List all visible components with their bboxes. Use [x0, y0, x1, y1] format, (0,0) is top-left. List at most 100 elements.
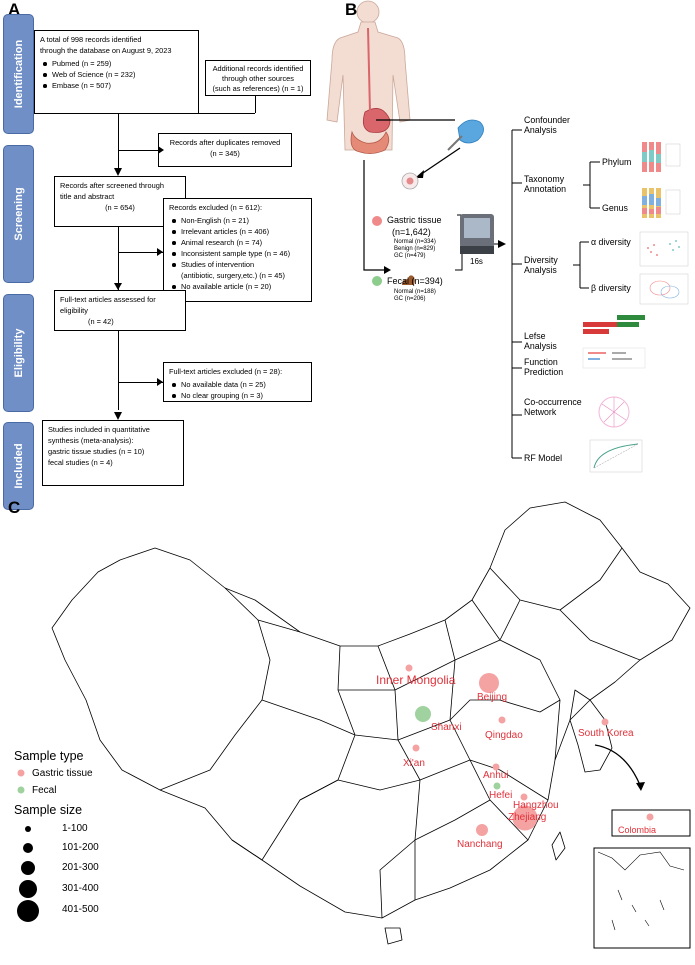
map-label-qingdao: Qingdao: [485, 730, 523, 741]
legend-sample-type-title: Sample type: [14, 749, 84, 763]
connector: [118, 330, 119, 410]
gastric-normal-count: Normal (n=334): [394, 239, 436, 245]
connector: [118, 150, 158, 151]
province-border: [559, 609, 641, 661]
legend-type-dot: [17, 786, 25, 794]
text-line: Full-text articles excluded (n = 28):: [169, 367, 283, 376]
province-border: [499, 599, 521, 641]
fecal-label: Fecal (n=394): [387, 276, 443, 286]
diversity-label-2: Analysis: [524, 265, 557, 275]
legend-size-label: 201-300: [62, 862, 99, 873]
fulltext-excluded-box: Full-text articles excluded (n = 28): No…: [163, 362, 312, 402]
text-line: (n = 42): [88, 317, 114, 326]
genus-label: Genus: [602, 203, 628, 213]
fecal-dot: [372, 276, 382, 286]
lefse-label-2: Analysis: [524, 341, 557, 351]
additional-records-box: Additional records identified through ot…: [205, 60, 311, 96]
text-line: Additional records identified: [212, 64, 304, 73]
legend-size-dot: [19, 880, 37, 898]
taxonomy-label-2: Annotation: [524, 184, 567, 194]
map-label-south-korea: South Korea: [578, 728, 634, 739]
gastric-tissue-label: Gastric tissue: [387, 215, 442, 225]
arrowhead: [415, 170, 424, 178]
province-border: [444, 619, 529, 841]
legend-type-dot: [17, 769, 25, 777]
text-line: fecal studies (n = 4): [48, 458, 113, 467]
co-occurrence-label: Co-occurrence: [524, 397, 582, 407]
taxonomy-branch: [583, 161, 600, 209]
province-border: [261, 699, 561, 741]
arrowhead: [498, 240, 506, 248]
text-line: Full-text articles assessed for: [60, 295, 156, 304]
list-item: No available data (n = 25): [169, 379, 306, 390]
list-item: Animal research (n = 74): [169, 237, 306, 248]
legend-sample-size-title: Sample size: [14, 803, 83, 817]
sequencing-label: 16s: [470, 257, 483, 266]
arrowhead: [636, 782, 645, 791]
legend-size-label: 401-500: [62, 904, 99, 915]
fecal-gc-count: GC (n=206): [394, 296, 426, 302]
map-dot: [405, 664, 413, 672]
province-border: [414, 799, 491, 841]
legend-dots-layer: [17, 769, 39, 922]
map-label-nanchang: Nanchang: [457, 839, 503, 850]
list-item: No clear grouping (n = 3): [169, 390, 306, 401]
legend-fecal-label: Fecal: [32, 785, 57, 796]
country-outline: [51, 501, 691, 919]
duplicates-box: Records after duplicates removed (n = 34…: [158, 133, 292, 167]
colombia-arrow: [594, 744, 641, 786]
diversity-label: Diversity: [524, 255, 558, 265]
alpha-diversity-label: α diversity: [591, 237, 631, 247]
text-line: (antibiotic, surgery,etc.) (n = 45): [181, 271, 285, 280]
map-label-shanxi: Shanxi: [431, 722, 462, 733]
scalpel-hand-illustration: [447, 119, 484, 151]
identified-records-box: A total of 998 records identified throug…: [34, 30, 199, 114]
map-dots-layer: [405, 664, 654, 836]
beta-diversity-label: β diversity: [591, 283, 631, 293]
text-line: Records excluded (n = 612):: [169, 203, 263, 212]
map-dot: [520, 793, 528, 801]
legend-size-dot: [17, 900, 39, 922]
province-border: [299, 759, 549, 801]
province-border: [338, 639, 501, 691]
province-border: [377, 645, 421, 900]
text-line: (n = 654): [105, 203, 135, 212]
stage-identification: Identification: [3, 14, 34, 134]
function-prediction-thumbnail: [582, 347, 646, 369]
gastric-gc-count: GC (n=479): [394, 253, 426, 259]
korea-outline: [569, 689, 613, 773]
diversity-branch: [573, 241, 589, 289]
map-dot: [512, 805, 538, 831]
list-item: No available article (n = 20): [169, 281, 306, 292]
stage-included: Included: [3, 422, 34, 510]
connector: [255, 95, 256, 113]
stool-icon: [402, 275, 415, 285]
text-line: through the database on August 9, 2023: [40, 46, 172, 55]
text-line: A total of 998 records identified: [40, 35, 142, 44]
text-line: title and abstract: [60, 192, 115, 201]
legend-gastric-label: Gastric tissue: [32, 768, 93, 779]
phylum-bar-chart-thumbnail: [642, 142, 681, 172]
province-border: [471, 599, 561, 761]
rf-model-label: RF Model: [524, 453, 563, 463]
gastric-benign-count: Benign (n=829): [394, 246, 436, 252]
text-line: Records after screened through: [60, 181, 164, 190]
text-line: through other sources: [222, 74, 294, 83]
confounder-label-2: Analysis: [524, 125, 557, 135]
connector: [118, 382, 163, 383]
stage-screening: Screening: [3, 145, 34, 283]
province-border: [379, 839, 416, 919]
map-label-colombia: Colombia: [618, 825, 657, 835]
taxonomy-label: Taxonomy: [524, 174, 565, 184]
genus-bar-chart-thumbnail: [642, 188, 681, 218]
connector: [118, 226, 119, 290]
province-border: [224, 587, 301, 633]
rf-model-roc-thumbnail: [589, 439, 643, 473]
arrow-line: [419, 147, 461, 176]
lefse-bar-chart-thumbnail: [583, 315, 645, 334]
included-box: Studies included in quantitative synthes…: [42, 420, 184, 486]
map-label-zhejiang: Zhejiang: [508, 812, 547, 823]
map-dot: [412, 744, 420, 752]
intestine-illustration: [350, 130, 390, 154]
phylum-label: Phylum: [602, 157, 632, 167]
